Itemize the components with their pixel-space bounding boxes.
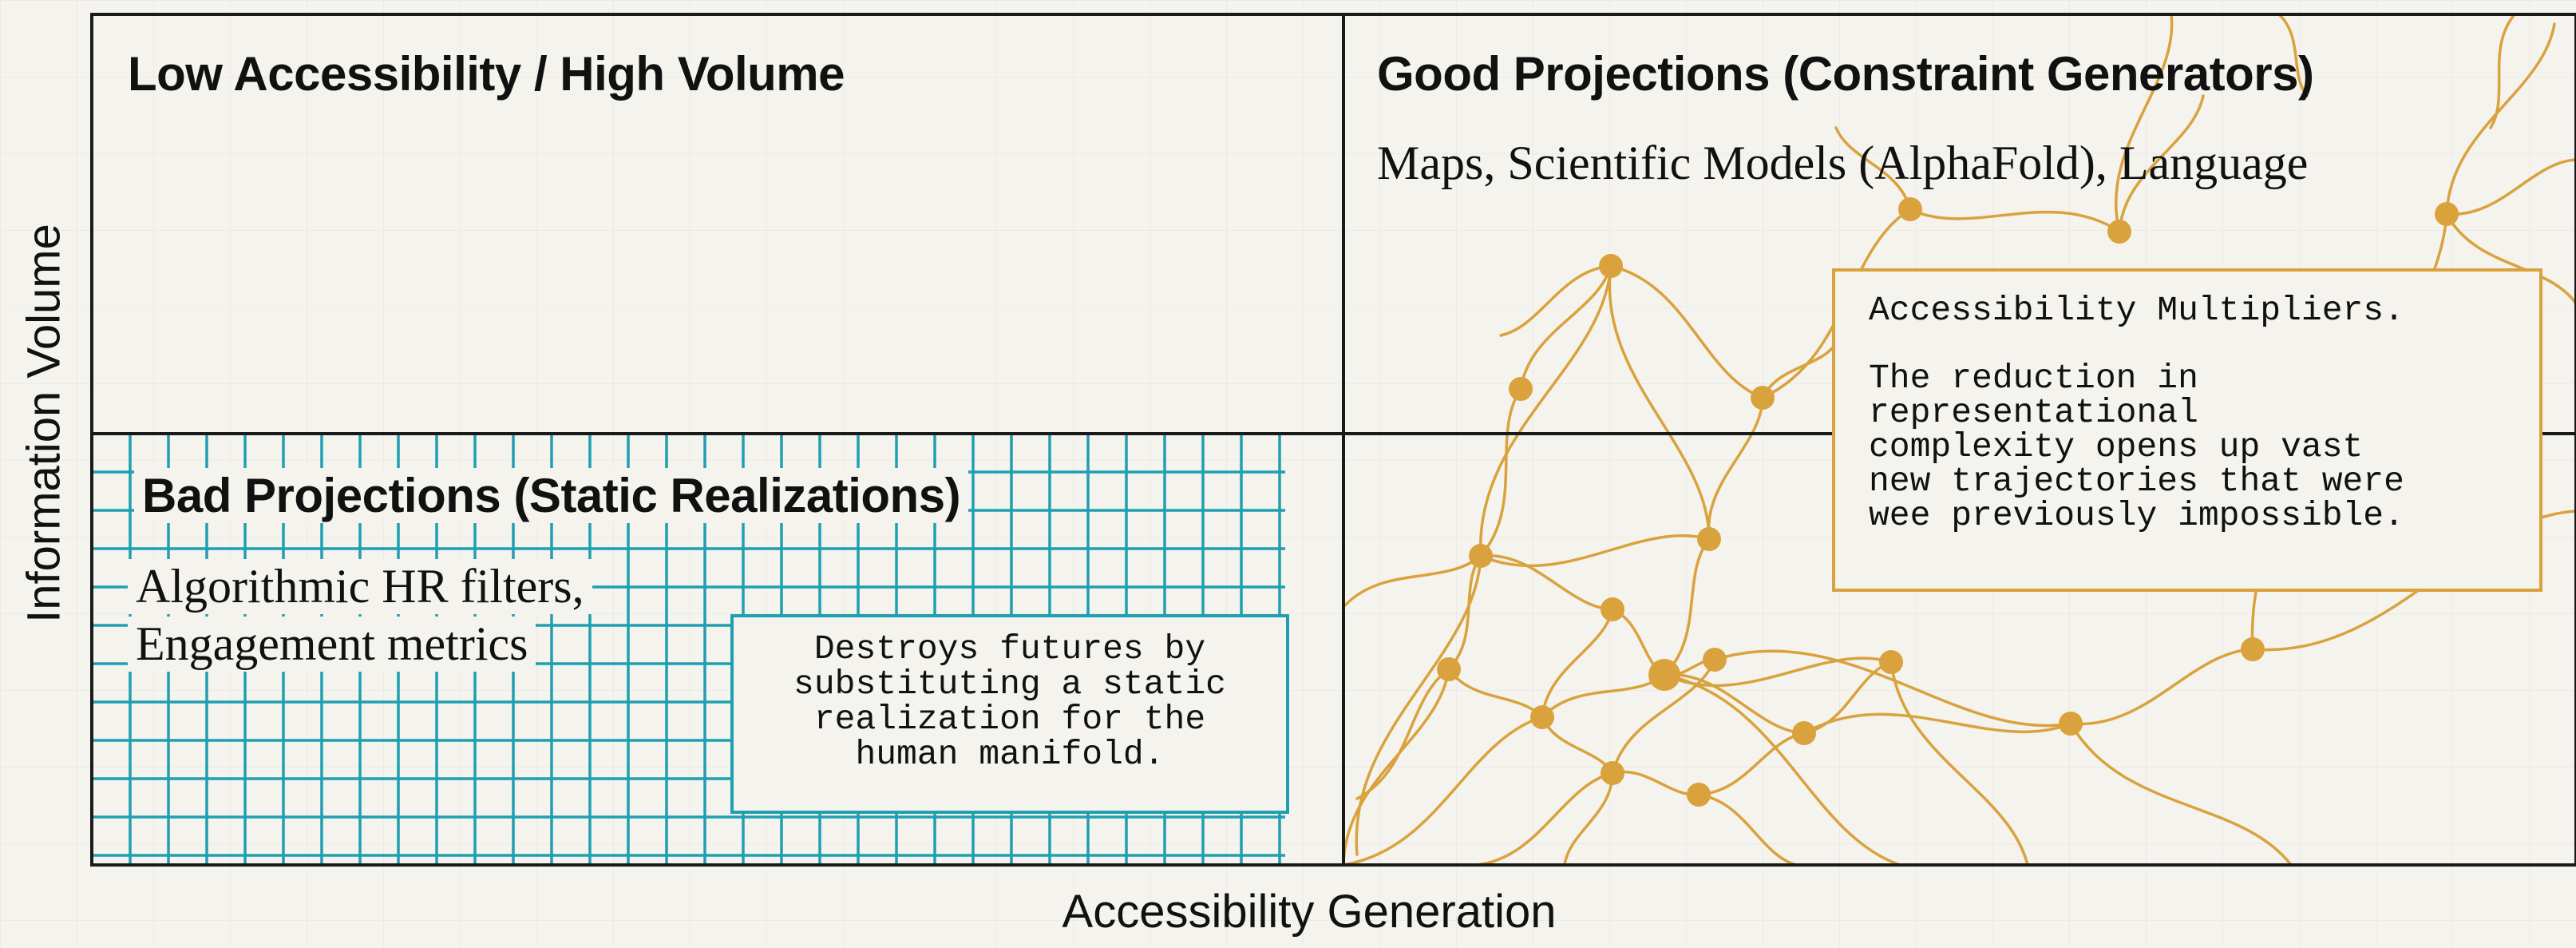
trajectory-curve (1479, 264, 1612, 557)
trajectory-curve (2069, 648, 2254, 726)
accessibility-multipliers-callout: Accessibility Multipliers. The reduction… (1832, 268, 2542, 592)
trajectory-curve (1609, 264, 1764, 399)
network-node (2435, 202, 2459, 226)
network-node (1530, 705, 1554, 729)
network-node (1601, 597, 1624, 621)
network-node (1687, 783, 1711, 807)
network-node (1509, 377, 1533, 401)
network-node (1437, 657, 1461, 681)
trajectory-curve (1563, 771, 1614, 867)
trajectory-curve (1499, 264, 1612, 337)
trajectory-curve (2069, 722, 2293, 867)
trajectory-curve (2114, 13, 2174, 233)
trajectory-curve (1608, 264, 1711, 541)
quadrant-title-top-left: Low Accessibility / High Volume (128, 47, 845, 101)
quadrant-frame (90, 13, 2576, 867)
static-realization-callout: Destroys futures by substituting a stati… (730, 614, 1289, 814)
trajectory-curve (1834, 126, 1912, 211)
network-node (1879, 650, 1903, 674)
trajectory-curve (2489, 13, 2516, 129)
trajectory-curve (1663, 673, 1806, 735)
trajectory-curve (2445, 212, 2576, 305)
bad-projection-example-2: Engagement metrics (128, 617, 536, 672)
trajectory-curve (2445, 158, 2576, 216)
trajectory-curve (1909, 208, 2121, 233)
x-axis-label: Accessibility Generation (1062, 886, 1557, 938)
trajectory-curve (1707, 396, 1764, 541)
network-node (1469, 544, 1493, 568)
trajectory-curve (1447, 668, 1544, 719)
trajectory-curve (1611, 770, 1700, 796)
network-node (1898, 197, 1922, 221)
network-node (2107, 220, 2131, 244)
trajectory-curve (1342, 716, 1544, 867)
trajectory-curve (1697, 793, 1798, 867)
trajectory-curve (1475, 771, 1614, 867)
trajectory-curve (1663, 673, 1901, 867)
accessibility-multipliers-title: Accessibility Multipliers. (1869, 291, 2404, 330)
trajectory-curve (1713, 649, 2072, 728)
trajectory-curve (1611, 658, 1716, 775)
trajectory-curve (2277, 13, 2309, 97)
trajectory-curve (2118, 94, 2205, 233)
accessibility-multipliers-body: The reduction in representational comple… (1869, 359, 2404, 535)
trajectory-curve (1342, 668, 1450, 867)
network-node (1697, 527, 1721, 551)
trajectory-curve (1479, 553, 1614, 611)
trajectory-curve (1663, 537, 1711, 676)
network-node (2059, 712, 2083, 736)
y-axis-label: Information Volume (18, 224, 70, 623)
trajectory-curve (1541, 608, 1614, 719)
trajectory-curve (1889, 660, 2029, 867)
quadrant-title-bottom-left: Bad Projections (Static Realizations) (134, 468, 969, 523)
trajectory-curve (1479, 533, 1711, 568)
network-nodes (1437, 197, 2459, 807)
trajectory-curve (1697, 732, 1806, 796)
network-node (2241, 637, 2265, 661)
trajectory-curve (1541, 716, 1614, 775)
trajectory-curve (1447, 554, 1482, 671)
network-node (1703, 648, 1727, 672)
trajectory-curve (1355, 668, 1450, 800)
network-node (1751, 386, 1775, 410)
quadrant-title-top-right: Good Projections (Constraint Generators) (1377, 47, 2314, 101)
static-realization-callout-text: Destroys futures by substituting a stati… (793, 629, 1226, 774)
trajectory-network (1342, 13, 2576, 867)
network-node (1601, 761, 1624, 785)
trajectory-curve (1355, 554, 1482, 856)
trajectory-curve (1342, 554, 1482, 609)
trajectory-curve (1479, 387, 1522, 557)
network-node (1648, 659, 1680, 691)
trajectory-curve (1519, 264, 1612, 391)
trajectory-curve (1802, 660, 1893, 735)
network-node (1599, 254, 1623, 278)
trajectory-curve (1802, 712, 2072, 735)
quadrant-subtitle-top-right: Maps, Scientific Models (AlphaFold), Lan… (1377, 137, 2309, 189)
trajectory-curve (1541, 673, 1666, 719)
bad-projection-example-1: Algorithmic HR filters, (128, 559, 592, 614)
network-node (1792, 721, 1816, 745)
